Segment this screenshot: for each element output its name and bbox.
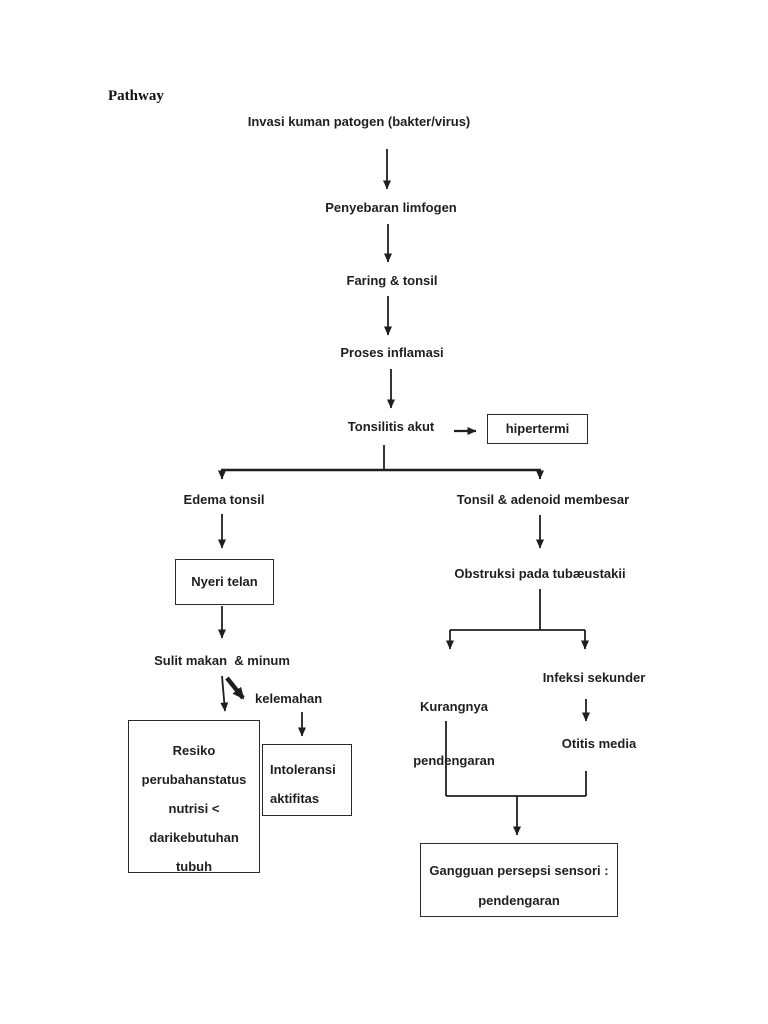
resiko-line-5: tubuh bbox=[175, 859, 213, 874]
gangguan-persepsi-sensori-box: Gangguan persepsi sensori : pendengaran bbox=[420, 843, 618, 917]
hipertermi-box: hipertermi bbox=[487, 414, 588, 444]
kurangnya-line-2: pendengaran bbox=[413, 753, 495, 768]
node-tonsil-adenoid-membesar: Tonsil & adenoid membesar bbox=[456, 492, 630, 507]
node-edema-tonsil: Edema tonsil bbox=[183, 492, 265, 507]
node-sulit-makan-minum: Sulit makan & minum bbox=[154, 653, 290, 668]
intoleransi-line-1: Intoleransi bbox=[270, 762, 336, 777]
node-proses-inflamasi: Proses inflamasi bbox=[340, 345, 444, 360]
nyeri-telan-label: Nyeri telan bbox=[191, 574, 258, 589]
kurangnya-line-1: Kurangnya bbox=[420, 699, 488, 714]
nyeri-telan-box: Nyeri telan bbox=[175, 559, 274, 605]
resiko-line-3: nutrisi < bbox=[168, 801, 220, 816]
node-infeksi-sekunder: Infeksi sekunder bbox=[542, 670, 646, 685]
arrow-sulit-to-resiko bbox=[220, 675, 229, 712]
node-penyebaran-limfogen: Penyebaran limfogen bbox=[325, 200, 457, 215]
resiko-line-2: perubahanstatus bbox=[141, 772, 247, 787]
arrow-sulit-to-kelemahan bbox=[225, 676, 245, 700]
node-kurangnya-pendengaran: Kurangnya pendengaran bbox=[413, 666, 495, 801]
node-tonsilitis-akut: Tonsilitis akut bbox=[347, 419, 435, 434]
resiko-line-1: Resiko bbox=[172, 743, 216, 758]
resiko-nutrisi-box: Resiko perubahanstatus nutrisi < darikeb… bbox=[128, 720, 260, 874]
page-title: Pathway bbox=[108, 88, 164, 104]
resiko-line-4: darikebutuhan bbox=[149, 830, 239, 845]
intoleransi-aktifitas-box: Intoleransi aktifitas bbox=[262, 744, 352, 816]
gangguan-line-2: pendengaran bbox=[478, 893, 560, 908]
node-otitis-media: Otitis media bbox=[561, 736, 637, 751]
gangguan-line-1: Gangguan persepsi sensori : bbox=[429, 863, 609, 878]
node-invasi-kuman-patogen: Invasi kuman patogen (bakter/virus) bbox=[247, 114, 471, 129]
node-obstruksi-tuba-eustakii: Obstruksi pada tubæustakii bbox=[454, 566, 626, 581]
hipertermi-label: hipertermi bbox=[505, 421, 570, 436]
node-faring-tonsil: Faring & tonsil bbox=[346, 273, 438, 288]
node-kelemahan: kelemahan bbox=[255, 691, 323, 706]
intoleransi-line-2: aktifitas bbox=[270, 791, 320, 806]
